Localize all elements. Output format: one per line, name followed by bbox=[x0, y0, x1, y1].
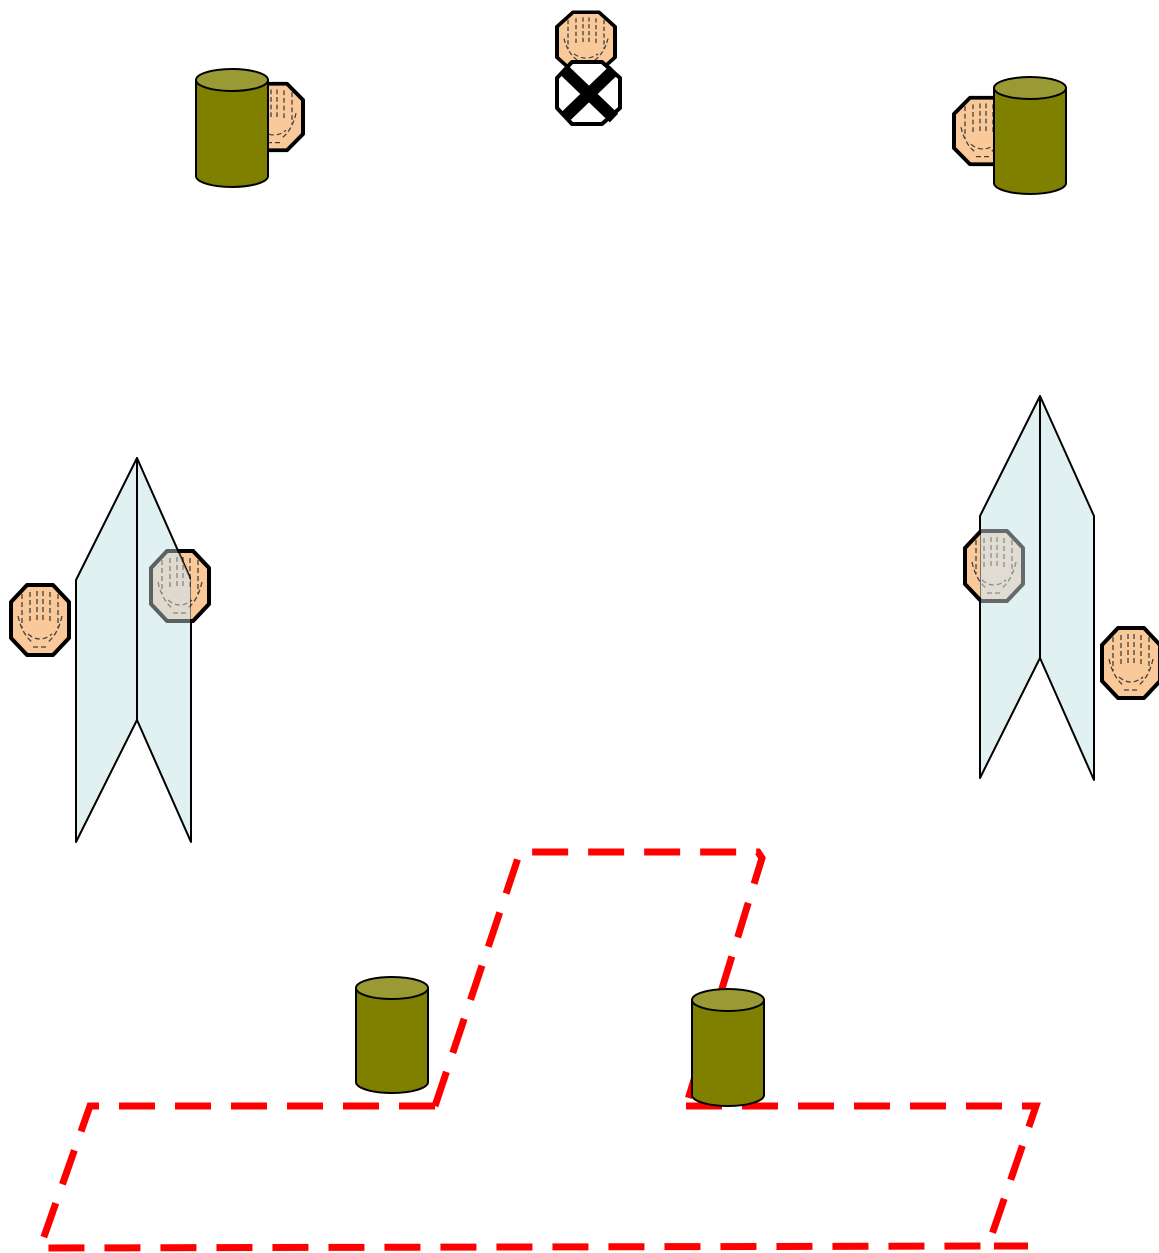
cylinder-bottom-right bbox=[691, 988, 765, 1107]
cross-line-b bbox=[559, 65, 619, 123]
head-left-outer bbox=[9, 583, 71, 657]
head-right-outer bbox=[1100, 626, 1159, 700]
cylinder-bottom-left bbox=[355, 976, 429, 1094]
crossed-head-top-center bbox=[555, 60, 622, 126]
dashed-region-outline bbox=[35, 848, 1041, 1252]
cylinder-top-right bbox=[993, 76, 1067, 195]
mirror-panel-left bbox=[75, 457, 192, 843]
cylinder-top-left bbox=[195, 68, 269, 188]
